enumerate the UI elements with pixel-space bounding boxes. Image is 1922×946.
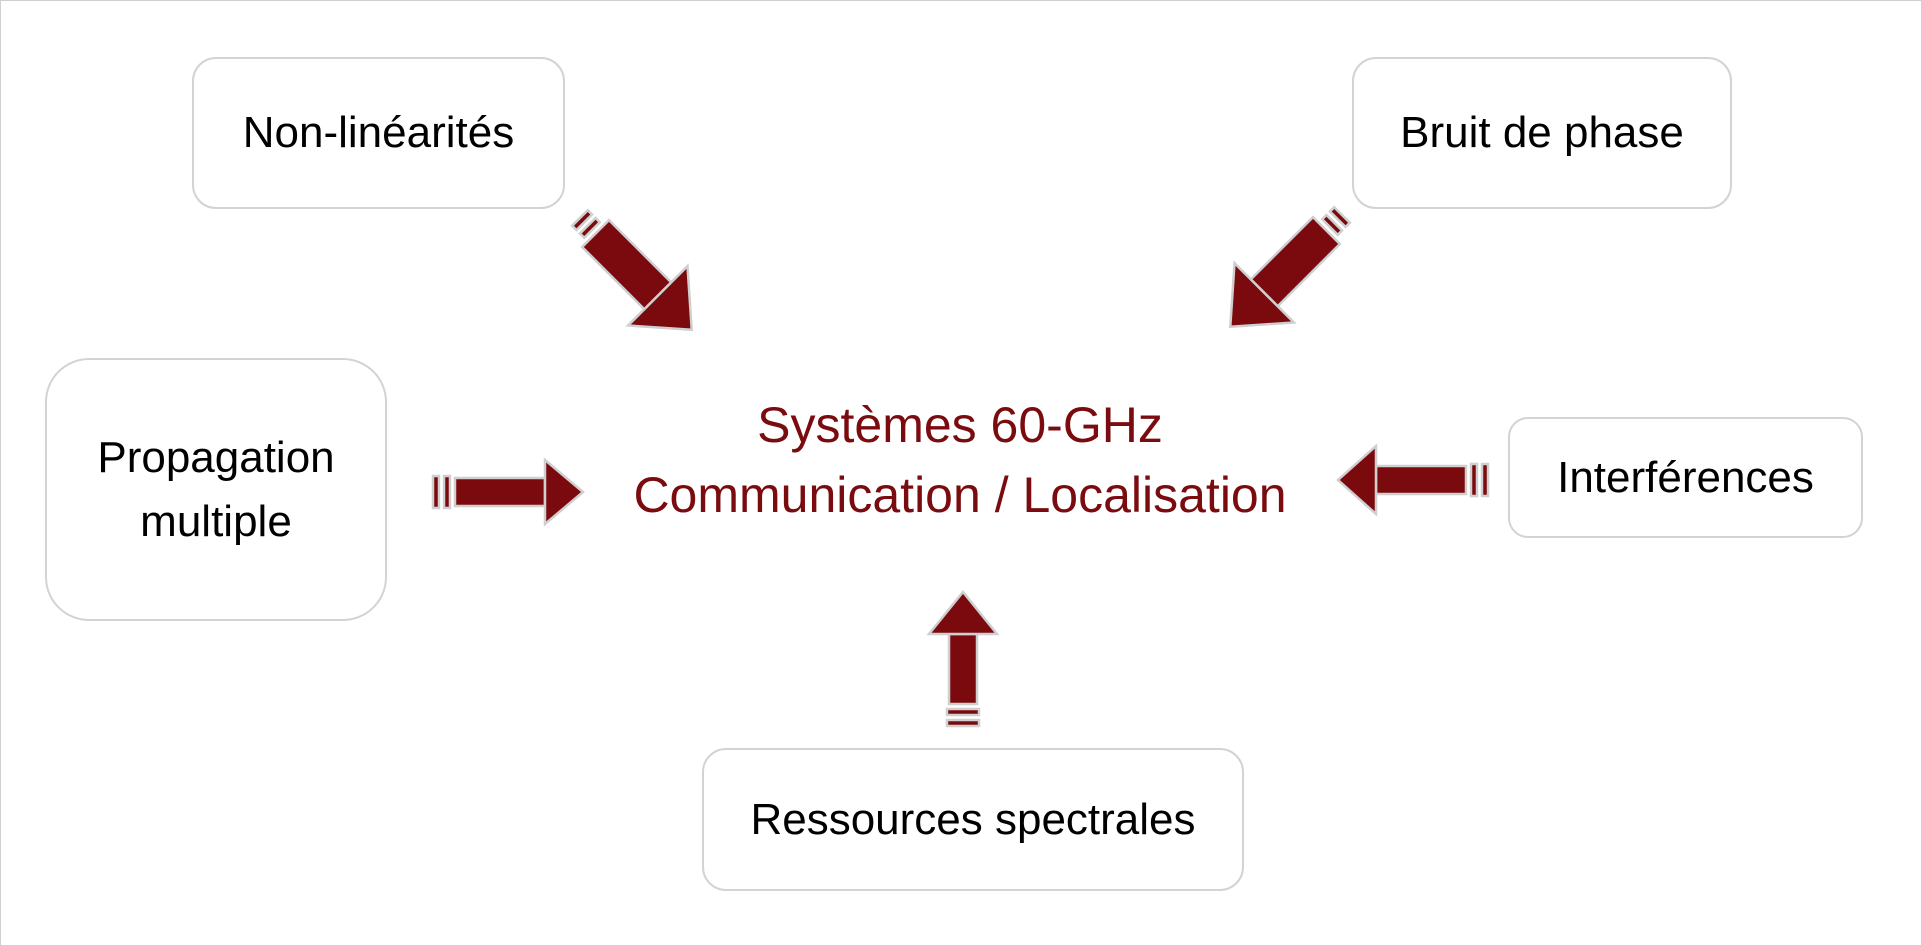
box-bruit-de-phase-label: Bruit de phase: [1400, 108, 1684, 158]
arrow-non-linearites-stripe-2: [578, 216, 602, 240]
arrow-ressources-head: [926, 590, 1000, 636]
arrow-interferences-head: [1336, 443, 1378, 517]
center-title-line1: Systèmes 60-GHz: [757, 397, 1163, 453]
arrow-bruit-de-phase: [1228, 205, 1352, 329]
box-non-linearites: Non-linéarités: [192, 57, 565, 209]
arrow-non-linearites-head: [625, 263, 694, 332]
box-non-linearites-label: Non-linéarités: [242, 108, 515, 158]
arrow-bruit-de-phase-stripe-1: [1328, 205, 1352, 229]
arrow-interferences-stripe-2: [1469, 462, 1479, 498]
arrow-interferences-shaft: [1374, 464, 1468, 496]
arrow-ressources-shaft: [947, 632, 979, 706]
arrow-bruit-de-phase-head: [1228, 260, 1297, 329]
arrow-ressources-stripe-2: [945, 707, 981, 717]
center-title: Systèmes 60-GHz Communication / Localisa…: [560, 390, 1360, 530]
box-interferences: Interférences: [1508, 417, 1863, 538]
box-propagation-multiple: Propagation multiple: [45, 358, 387, 621]
box-propagation-label-line1: Propagation: [97, 432, 335, 482]
box-propagation-label-line2: multiple: [140, 496, 292, 546]
arrow-non-linearites: [570, 208, 694, 332]
arrow-interferences-stripe-1: [1480, 462, 1490, 498]
arrow-ressources-stripe-1: [945, 718, 981, 728]
arrow-non-linearites-stripe-1: [570, 208, 594, 232]
box-ressources-spectrales: Ressources spectrales: [702, 748, 1244, 891]
box-propagation-multiple-text: Propagation multiple: [97, 426, 334, 554]
center-title-line2: Communication / Localisation: [633, 467, 1287, 523]
box-interferences-label: Interférences: [1557, 452, 1814, 502]
arrow-propagation-stripe-2: [442, 474, 452, 510]
arrow-interferences: [1336, 443, 1490, 517]
box-ressources-spectrales-label: Ressources spectrales: [750, 794, 1196, 844]
arrow-propagation-shaft: [453, 476, 547, 508]
arrow-propagation-head: [543, 457, 585, 527]
arrow-propagation-stripe-1: [431, 474, 441, 510]
arrow-propagation: [431, 457, 585, 527]
arrow-ressources-spectrales: [926, 590, 1000, 728]
box-bruit-de-phase: Bruit de phase: [1352, 57, 1732, 209]
arrow-bruit-de-phase-stripe-2: [1320, 213, 1344, 237]
